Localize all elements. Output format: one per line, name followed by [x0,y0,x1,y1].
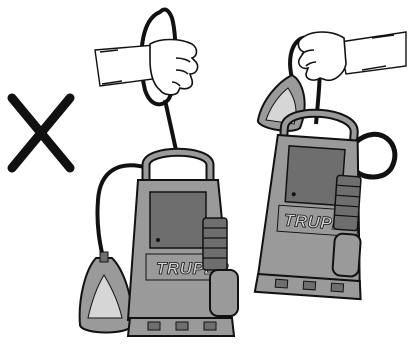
outlet-fitting [203,218,227,270]
hand-icon [298,32,346,80]
submersible-pump: TRUPER [255,110,398,301]
correct-handling-figure: TRUPER [255,32,406,301]
hand-icon [150,40,198,95]
arm-sleeve [340,32,406,74]
prohibited-x-icon [12,98,70,168]
float-switch [80,252,133,333]
submersible-pump: TRUPER [128,152,238,336]
outlet-fitting [333,175,361,231]
incorrect-handling-figure: TRUPER [12,10,238,336]
